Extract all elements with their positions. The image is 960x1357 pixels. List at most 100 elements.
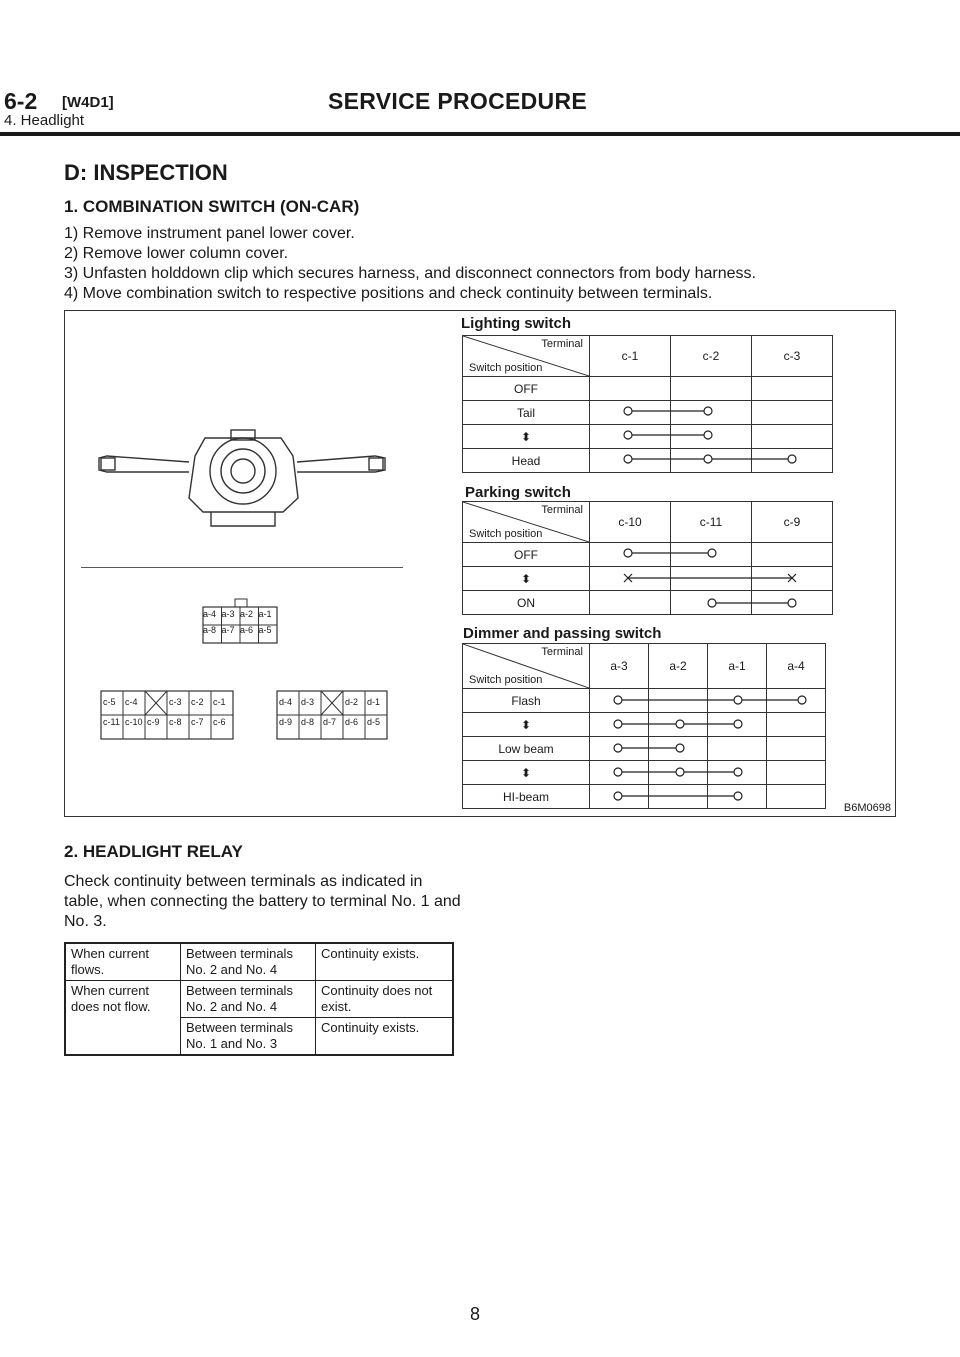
terminal-header-label: Terminal [541,338,583,350]
terminal-label: a-5 [258,625,272,635]
dimmer-switch-table: Terminal Switch position a-3 a-2 a-1 a-4… [462,643,826,809]
subsection-title: 4. Headlight [4,112,85,129]
terminal-label: c-8 [169,717,182,727]
switch-position-header-label: Switch position [469,362,543,374]
section-title: SERVICE PROCEDURE [328,88,588,114]
table-cell: Between terminals No. 2 and No. 4 [180,942,316,981]
header-cell: Terminal Switch position [462,501,590,543]
table-cell: When current does not flow. [64,980,181,1055]
terminal-col: c-10 [589,501,671,543]
terminal-col: a-2 [648,643,708,689]
diagonal-line [463,644,589,688]
terminal-label: c-1 [213,697,226,707]
terminal-col: a-4 [766,643,826,689]
switch-position: Flash [462,688,590,713]
terminal-label: d-4 [279,697,293,707]
step: 1) Remove instrument panel lower cover. [64,225,355,242]
switch-position: ⬍ [462,566,590,591]
diagonal-line [463,336,589,376]
dimmer-switch-caption: Dimmer and passing switch [463,625,662,642]
switch-position: OFF [462,376,590,401]
terminal-label: c-10 [125,717,143,727]
relay-continuity-table: When current flows. Between terminals No… [64,942,454,1056]
terminal-col: c-2 [670,335,752,377]
terminal-label: c-11 [103,717,120,727]
section-code: [W4D1] [62,94,114,111]
connector-c-diagram [100,690,234,740]
connector-a-diagram [202,598,278,644]
step: 2) Remove lower column cover. [64,245,289,262]
parking-switch-table: Terminal Switch position c-10 c-11 c-9 O… [462,501,833,615]
terminal-col: c-9 [751,501,833,543]
terminal-col: a-3 [589,643,649,689]
table-row: When current does not flow. Between term… [64,980,454,1055]
figure-id: B6M0698 [843,802,891,814]
terminal-label: d-1 [367,697,381,707]
connector-c-labels: c-5 c-4 c-3 c-2 c-1 c-11 c-10 c-9 c-8 c-… [103,697,235,727]
table-cell: Continuity exists. [315,942,454,981]
switch-position: ⬍ [462,712,590,737]
parking-switch-caption: Parking switch [465,484,571,501]
switch-position: ⬍ [462,424,590,449]
switch-position: ⬍ [462,760,590,785]
table-cell: Continuity exists. [315,1017,454,1056]
procedure-steps: 1) Remove instrument panel lower cover. … [64,224,756,304]
switch-position-header-label: Switch position [469,674,543,686]
terminal-label: d-7 [323,717,337,727]
switch-position: OFF [462,542,590,567]
step: 4) Move combination switch to respective… [64,285,713,302]
terminal-label: d-3 [301,697,315,707]
connector-d-diagram [276,690,388,740]
terminal-label: c-6 [213,717,226,727]
switch-position: Tail [462,400,590,425]
connector-a-labels: a-4 a-3 a-2 a-1 a-8 a-7 a-6 a-5 [203,609,277,635]
combination-switch-heading: 1. COMBINATION SWITCH (ON-CAR) [64,197,360,216]
terminal-label: d-6 [345,717,359,727]
terminal-header-label: Terminal [541,504,583,516]
switch-position: Head [462,448,590,473]
step: 3) Unfasten holddown clip which secures … [64,265,756,282]
terminal-label: d-2 [345,697,359,707]
terminal-label: a-3 [221,609,235,619]
terminal-label: d-8 [301,717,315,727]
terminal-col: c-11 [670,501,752,543]
terminal-label: a-6 [240,625,254,635]
diagonal-line [463,502,589,542]
page-number: 8 [470,1304,481,1324]
terminal-col: c-1 [589,335,671,377]
terminal-label: a-2 [240,609,254,619]
terminal-label: a-1 [258,609,272,619]
terminal-label: d-5 [367,717,381,727]
connector-d-labels: d-4 d-3 d-2 d-1 d-9 d-8 d-7 d-6 d-5 [279,697,389,727]
switch-position: ON [462,590,590,615]
terminal-label: c-7 [191,717,204,727]
switch-position-header-label: Switch position [469,528,543,540]
header-cell: Terminal Switch position [462,643,590,689]
terminal-label: a-8 [203,625,217,635]
terminal-label: c-2 [191,697,204,707]
relay-instructions: Check continuity between terminals as in… [64,873,461,930]
combination-switch-illustration [98,429,386,527]
terminal-col: c-3 [751,335,833,377]
terminal-label: a-4 [203,609,217,619]
section-number: 6-2 [4,88,38,114]
table-row: When current flows. Between terminals No… [64,942,454,981]
header-cell: Terminal Switch position [462,335,590,377]
table-row: Between terminals No. 1 and No. 3 Contin… [65,1017,454,1056]
lighting-switch-caption: Lighting switch [461,315,571,332]
terminal-label: c-9 [147,717,160,727]
divider-line [81,567,403,568]
terminal-label: c-5 [103,697,116,707]
switch-position: HI-beam [462,784,590,809]
header-rule [0,132,960,136]
lighting-switch-table: Terminal Switch position c-1 c-2 c-3 OFF… [462,335,833,473]
terminal-label: a-7 [221,625,235,635]
table-cell: When current flows. [64,942,181,981]
terminal-header-label: Terminal [541,646,583,658]
terminal-col: a-1 [707,643,767,689]
table-cell: Between terminals No. 1 and No. 3 [180,1017,316,1056]
terminal-label: c-3 [169,697,182,707]
terminal-label: c-4 [125,697,138,707]
main-heading: D: INSPECTION [64,160,228,185]
terminal-label: d-9 [279,717,293,727]
